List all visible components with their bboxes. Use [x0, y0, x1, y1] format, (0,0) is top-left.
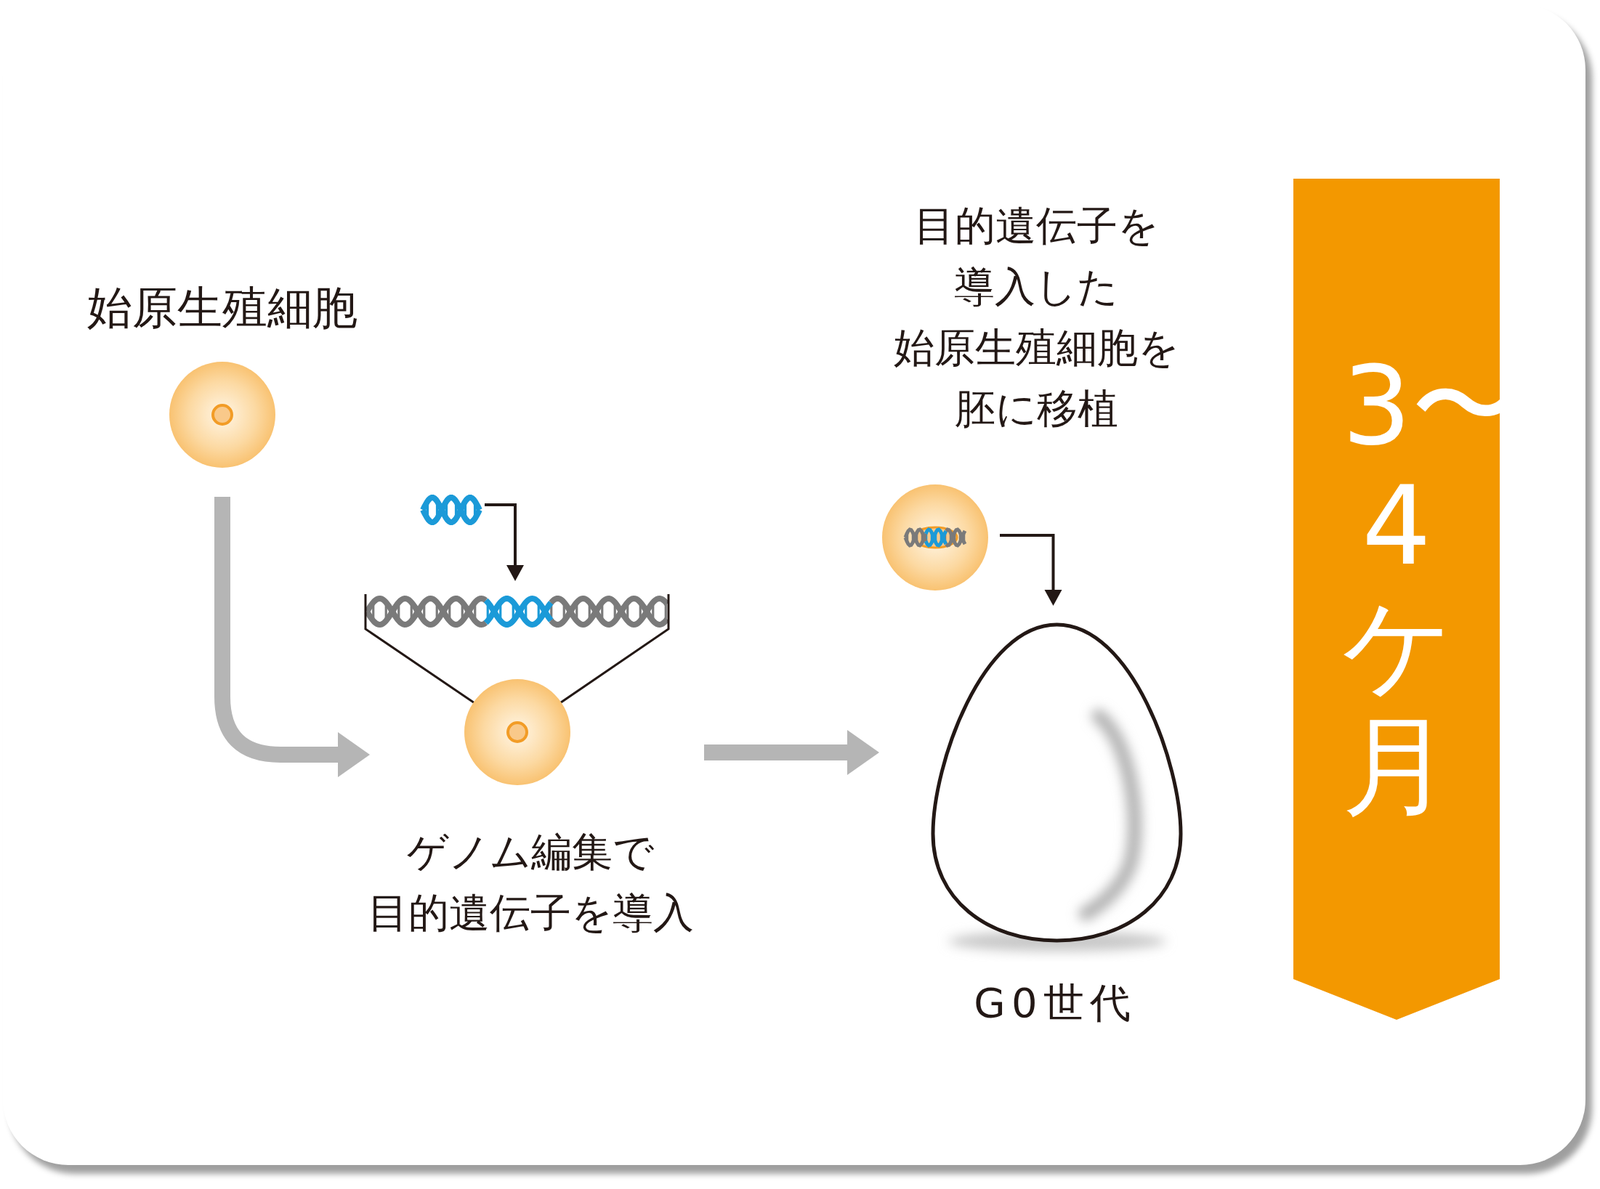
connector-line	[704, 744, 849, 761]
dna-backbone	[946, 529, 965, 546]
dna-backbone	[946, 529, 965, 546]
dna-backbone	[905, 529, 926, 546]
dna-backbone	[486, 598, 552, 625]
node-label: G0世代	[973, 972, 1138, 1034]
egg-outline	[930, 621, 1184, 944]
egg: G0世代	[930, 621, 1184, 944]
flow-arrow	[704, 730, 880, 776]
arrowhead	[847, 730, 880, 776]
node-label: 目的遺伝子を 導入した 始原生殖細胞を 胚に移植	[893, 195, 1180, 440]
duration-band: 3〜4ケ月	[1293, 178, 1500, 1021]
dna-backbone	[486, 598, 552, 625]
egg-shading	[1085, 716, 1135, 915]
insert-arrow	[484, 504, 524, 582]
connector-line	[222, 497, 340, 755]
dna-backbone	[550, 598, 668, 625]
transplant-cell: 目的遺伝子を 導入した 始原生殖細胞を 胚に移植	[882, 484, 989, 591]
band-fill	[1293, 178, 1500, 1021]
dna-backbone	[422, 497, 480, 523]
dna-backbone	[925, 529, 947, 546]
arrowhead	[337, 732, 370, 778]
cell-dna	[882, 484, 989, 591]
arrowhead	[1044, 590, 1063, 606]
dna-backbone	[905, 529, 926, 546]
nucleus	[506, 721, 529, 744]
node-label: 始原生殖細胞	[87, 273, 358, 342]
flow-arrow	[222, 497, 370, 778]
dna-backbone	[550, 598, 668, 625]
dna-strand	[366, 598, 668, 625]
nucleus	[211, 403, 234, 426]
dna-insert	[422, 497, 480, 523]
edited-germ-cell: ゲノム編集で 目的遺伝子を導入	[464, 679, 571, 786]
dna-backbone	[366, 598, 487, 625]
connector-line	[999, 535, 1054, 592]
dna-backbone	[925, 529, 947, 546]
dna-in-cell	[905, 529, 965, 546]
dna-backbone	[366, 598, 487, 625]
germ-cell: 始原生殖細胞	[169, 361, 276, 468]
node-label: ゲノム編集で 目的遺伝子を導入	[367, 821, 694, 944]
egg-shape	[932, 624, 1181, 941]
flow-arrow	[999, 535, 1063, 606]
dna-backbone	[422, 497, 480, 523]
duration-label: 3〜4ケ月	[1342, 346, 1452, 827]
